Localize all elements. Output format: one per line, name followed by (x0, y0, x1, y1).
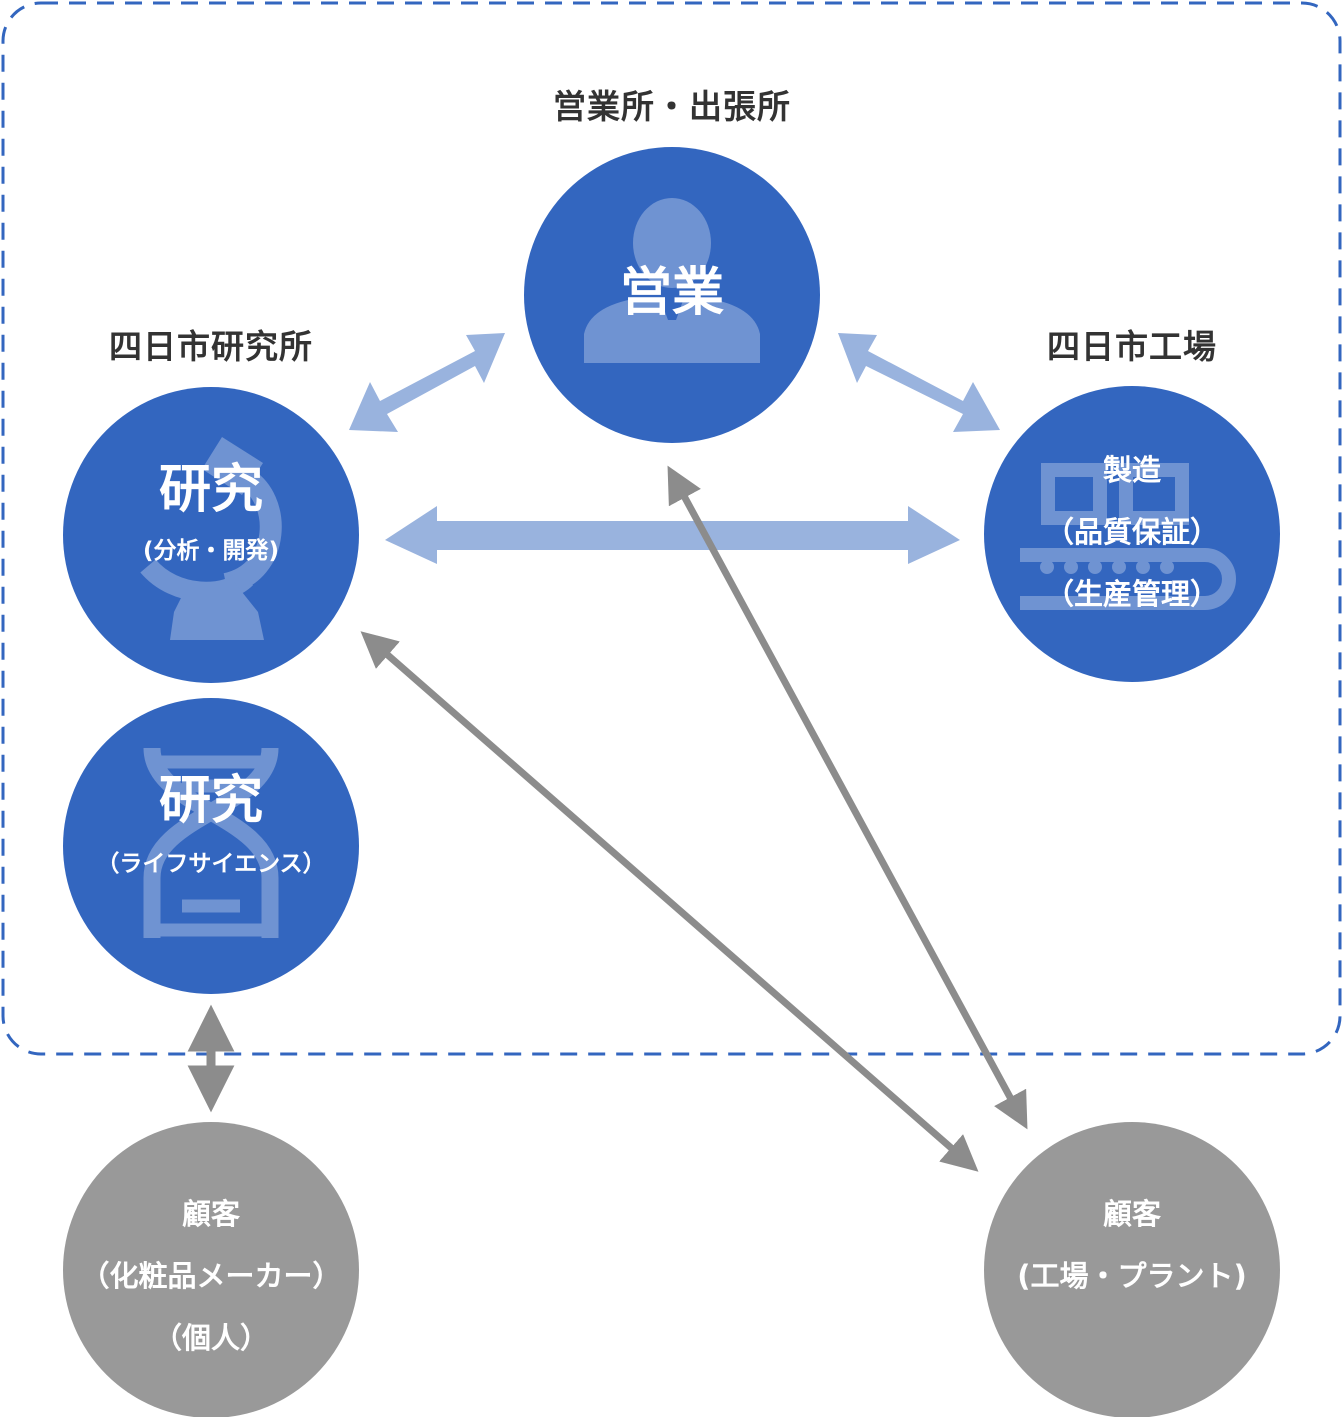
arrow-research-sales (349, 333, 505, 432)
sales-node (524, 147, 820, 443)
research-life-title: 研究 (158, 771, 263, 831)
customer-cosmetics-subtitle: （化粧品メーカー） (80, 1259, 342, 1293)
research-analysis-title: 研究 (158, 460, 263, 520)
research-life-subtitle: （ライフサイエンス） (96, 851, 326, 877)
customer-cosmetics-title: 顧客 (181, 1197, 240, 1231)
customer-cosmetics-node (63, 1122, 359, 1417)
microscope-icon (140, 437, 282, 640)
yokkaichi-lab-label: 四日市研究所 (109, 327, 313, 366)
manufacturing-title: 製造 (1102, 453, 1161, 487)
manufacturing-subtitle-production: （生産管理） (1044, 577, 1219, 611)
person-icon (584, 198, 760, 363)
dna-icon (143, 747, 279, 938)
research-analysis-subtitle: (分析・開発) (142, 538, 280, 564)
sales-office-label: 営業所・出張所 (553, 87, 791, 126)
manufacturing-subtitle-quality: （品質保証） (1044, 515, 1219, 549)
arrow-research-customer-plant (360, 631, 979, 1172)
conveyor-rollers (1040, 560, 1174, 574)
arrow-research-factory (385, 506, 960, 564)
conveyor-icon (1020, 463, 1236, 610)
sales-title: 営業 (619, 263, 724, 323)
research-analysis-node (63, 387, 359, 683)
customer-plant-subtitle: (工場・プラント) (1017, 1259, 1247, 1293)
customer-plant-title: 顧客 (1102, 1197, 1161, 1231)
customer-plant-node (984, 1122, 1280, 1417)
arrow-sales-factory (838, 333, 1000, 432)
yokkaichi-factory-label: 四日市工場 (1047, 327, 1217, 366)
arrow-sales-customer-plant (667, 465, 1028, 1130)
customer-cosmetics-individual: （個人） (152, 1321, 269, 1355)
organization-group-border (1, 1, 1342, 1056)
research-life-node (63, 698, 359, 994)
